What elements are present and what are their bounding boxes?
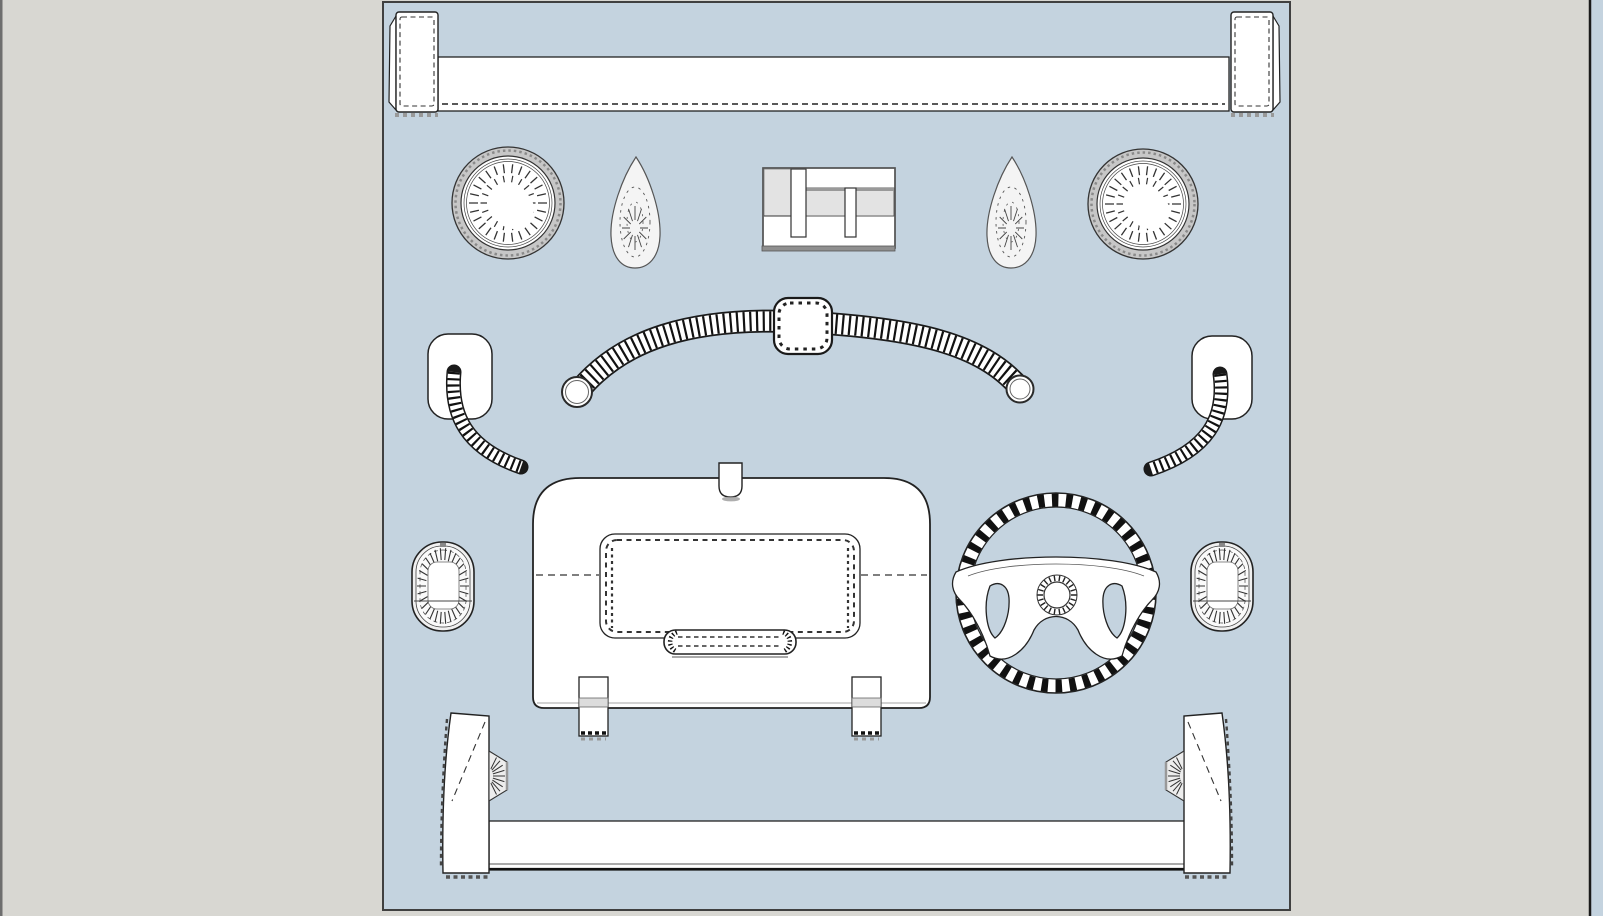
end-cap-left: [561, 376, 593, 408]
handle-rib-left: [667, 630, 678, 654]
center-hole: [494, 189, 534, 229]
window-left-edge: [0, 0, 3, 916]
pad-top-notch: [440, 543, 446, 547]
top-rail-assembly[interactable]: [388, 11, 1281, 117]
page-background: [382, 1, 1291, 911]
end-cap-right: [1005, 374, 1035, 404]
pad-hatch: [1196, 548, 1248, 624]
spoke-top-line: [967, 563, 1145, 577]
handle: [663, 629, 797, 655]
dashboard-panel[interactable]: [532, 462, 931, 741]
stipple-ticks: [998, 206, 1024, 250]
hub-ticks: [1037, 575, 1077, 615]
round-knob-right-circle-3: [1099, 160, 1187, 248]
pad-top-notch: [1219, 543, 1225, 547]
inner-window-stitch: [605, 539, 855, 633]
block-base-strip: [761, 245, 896, 252]
right-bracket-stitch: [1234, 16, 1270, 107]
left-post-diagonal: [451, 721, 486, 802]
right-post-diagonal: [1187, 721, 1222, 802]
left-bracket: [395, 11, 439, 113]
center-connector: [772, 296, 834, 356]
teardrop-body: [610, 155, 661, 269]
left-bracket-stitch: [399, 16, 435, 107]
gray-pad-mid: [805, 187, 846, 217]
bottom-rail-bar: [488, 820, 1187, 871]
foot-right-band: [851, 697, 882, 708]
handle-rib-right: [782, 630, 793, 654]
round-knob-right[interactable]: [1087, 148, 1199, 260]
foot-left-band: [578, 697, 609, 708]
gray-pad-left: [763, 168, 792, 217]
top-tab-shadow: [722, 496, 740, 502]
adjacent-page-edge-rect-0: [1591, 0, 1603, 916]
pad-center: [1206, 561, 1239, 610]
right-post: [1183, 712, 1231, 874]
flex-tube-assembly-circle-8: [1009, 378, 1031, 400]
top-rail-bar: [437, 56, 1230, 112]
steering-wheel[interactable]: [951, 492, 1161, 694]
oval-pad-left[interactable]: [411, 541, 475, 632]
stalk-ribs: [447, 371, 524, 473]
bottom-rail-assembly[interactable]: [439, 712, 1234, 879]
round-knob-left-circle-3: [463, 158, 553, 248]
stipple-1: [995, 186, 1027, 258]
slot-channel-1: [790, 168, 807, 238]
gray-pad-right: [855, 187, 895, 217]
round-knob-right-circle-4: [1102, 163, 1184, 245]
right-bracket: [1230, 11, 1274, 113]
adjacent-page-edge: [1588, 0, 1603, 916]
outer-ring-texture: [1090, 151, 1196, 257]
teardrop-knob-right[interactable]: [986, 155, 1037, 269]
teardrop-knob-left[interactable]: [610, 155, 661, 269]
right-cone-hatch: [1168, 757, 1183, 795]
round-knob-left-circle-4: [466, 161, 550, 245]
pad-hatch: [417, 548, 469, 624]
left-cone-hatch: [490, 757, 505, 795]
drawing-page[interactable]: [382, 1, 1291, 911]
flex-tube-assembly-circle-6: [565, 380, 589, 404]
left-bracket-side-face: [388, 13, 397, 112]
center-hole: [1131, 191, 1169, 229]
flex-tube-assembly[interactable]: [561, 296, 1035, 408]
slot-channel-2: [844, 187, 857, 238]
slotted-block[interactable]: [761, 167, 896, 252]
top-tab: [718, 462, 743, 498]
hub-inner: [1043, 581, 1071, 609]
stalk-ribs: [1149, 373, 1227, 475]
outer-tick-ring: [1105, 166, 1181, 242]
pad-center: [427, 561, 460, 610]
right-post-stitch: [1224, 718, 1234, 869]
stipple-ticks: [622, 206, 648, 250]
mirror-pod-left[interactable]: [427, 333, 529, 475]
mirror-pod-right[interactable]: [1143, 335, 1253, 477]
window-left-edge-rect-0: [0, 0, 3, 916]
inner-window: [599, 533, 861, 639]
left-post-stitch: [439, 718, 449, 869]
teardrop-body: [986, 155, 1037, 269]
left-post: [442, 712, 490, 874]
round-knob-left[interactable]: [451, 146, 565, 260]
oval-pad-right[interactable]: [1190, 541, 1254, 632]
stipple-1: [619, 186, 651, 258]
outer-ring-texture: [454, 149, 562, 257]
outer-tick-ring: [469, 164, 547, 242]
right-bracket-side-face: [1272, 13, 1281, 112]
